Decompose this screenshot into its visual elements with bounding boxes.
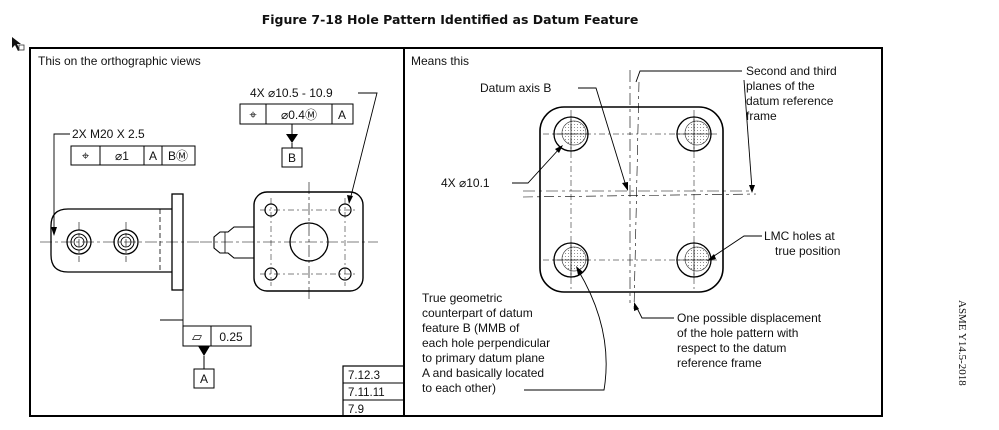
interpretation-view [522, 70, 757, 311]
svg-text:Second and third: Second and third [746, 64, 837, 78]
svg-text:true position: true position [775, 244, 840, 258]
svg-text:4X ⌀10.1: 4X ⌀10.1 [441, 176, 490, 190]
datum-axis-label: Datum axis B [480, 81, 628, 191]
svg-text:⌀0.4Ⓜ: ⌀0.4Ⓜ [281, 108, 317, 122]
svg-text:2X M20 X 2.5: 2X M20 X 2.5 [72, 127, 145, 141]
hole-size-label: 4X ⌀10.1 [441, 145, 563, 190]
planes-note: Second and third planes of the datum ref… [635, 64, 837, 193]
svg-text:7.12.3: 7.12.3 [348, 370, 380, 382]
hole-top-left [553, 116, 589, 152]
flatness-control: ▱ 0.25 A [160, 290, 252, 389]
svg-text:4X ⌀10.5 - 10.9: 4X ⌀10.5 - 10.9 [250, 86, 333, 100]
paragraph-reference-table: 7.12.3 7.11.11 7.9 [342, 365, 405, 417]
svg-text:One possible displacement: One possible displacement [677, 311, 822, 325]
svg-text:of the hole pattern with: of the hole pattern with [677, 326, 798, 340]
svg-text:A and basically located: A and basically located [422, 366, 544, 380]
svg-text:to primary datum plane: to primary datum plane [422, 351, 545, 365]
hole-bottom-right [676, 242, 712, 278]
lmc-note: LMC holes at true position [707, 229, 840, 261]
displacement-note: One possible displacement of the hole pa… [634, 302, 822, 370]
thread-feature-control-frame [70, 145, 196, 166]
hole-pattern-callout: 4X ⌀10.5 - 10.9 ⌖ ⌀0.4Ⓜ A B [239, 86, 378, 204]
svg-text:counterpart of datum: counterpart of datum [422, 306, 533, 320]
position-symbol: ⌖ [82, 148, 90, 163]
hole-top-right [676, 116, 712, 152]
flatness-symbol: ▱ [192, 329, 202, 344]
svg-text:frame: frame [746, 109, 777, 123]
svg-text:planes of the: planes of the [746, 79, 815, 93]
svg-text:datum reference: datum reference [746, 94, 834, 108]
svg-text:Datum axis B: Datum axis B [480, 81, 551, 95]
svg-text:A: A [338, 108, 346, 122]
hole-feature-control-frame [239, 103, 354, 125]
right-panel-header: Means this [411, 54, 469, 68]
svg-text:respect to the datum: respect to the datum [677, 341, 786, 355]
datum-b-identifier: B [281, 134, 303, 168]
svg-text:B: B [288, 151, 296, 165]
figure-frame [29, 47, 883, 417]
side-view [40, 193, 200, 291]
svg-text:to each other): to each other) [422, 381, 496, 395]
svg-text:7.11.11: 7.11.11 [348, 387, 385, 399]
svg-text:LMC holes at: LMC holes at [764, 229, 835, 243]
svg-text:⌀1: ⌀1 [115, 149, 129, 163]
svg-text:reference frame: reference frame [677, 356, 762, 370]
true-geometric-counterpart-note: True geometric counterpart of datum feat… [422, 266, 607, 395]
position-symbol: ⌖ [249, 107, 257, 122]
thread-callout: 2X M20 X 2.5 ⌖ ⌀1 A BⓂ [51, 127, 196, 236]
datum-a-identifier: A [193, 368, 215, 389]
svg-text:True geometric: True geometric [422, 291, 502, 305]
hole-bottom-left [553, 242, 589, 278]
svg-text:0.25: 0.25 [219, 330, 243, 344]
svg-text:feature B (MMB of: feature B (MMB of [422, 321, 520, 335]
flatness-feature-control-frame [182, 325, 252, 347]
front-view [200, 182, 378, 300]
svg-text:A: A [200, 372, 208, 386]
left-panel-header: This on the orthographic views [38, 54, 201, 68]
svg-text:A: A [149, 149, 157, 163]
svg-text:BⓂ: BⓂ [168, 149, 188, 163]
svg-text:7.9: 7.9 [348, 404, 364, 416]
svg-text:each hole perpendicular: each hole perpendicular [422, 336, 550, 350]
selection-handle [18, 44, 25, 51]
figure-title: Figure 7-18 Hole Pattern Identified as D… [261, 12, 639, 27]
